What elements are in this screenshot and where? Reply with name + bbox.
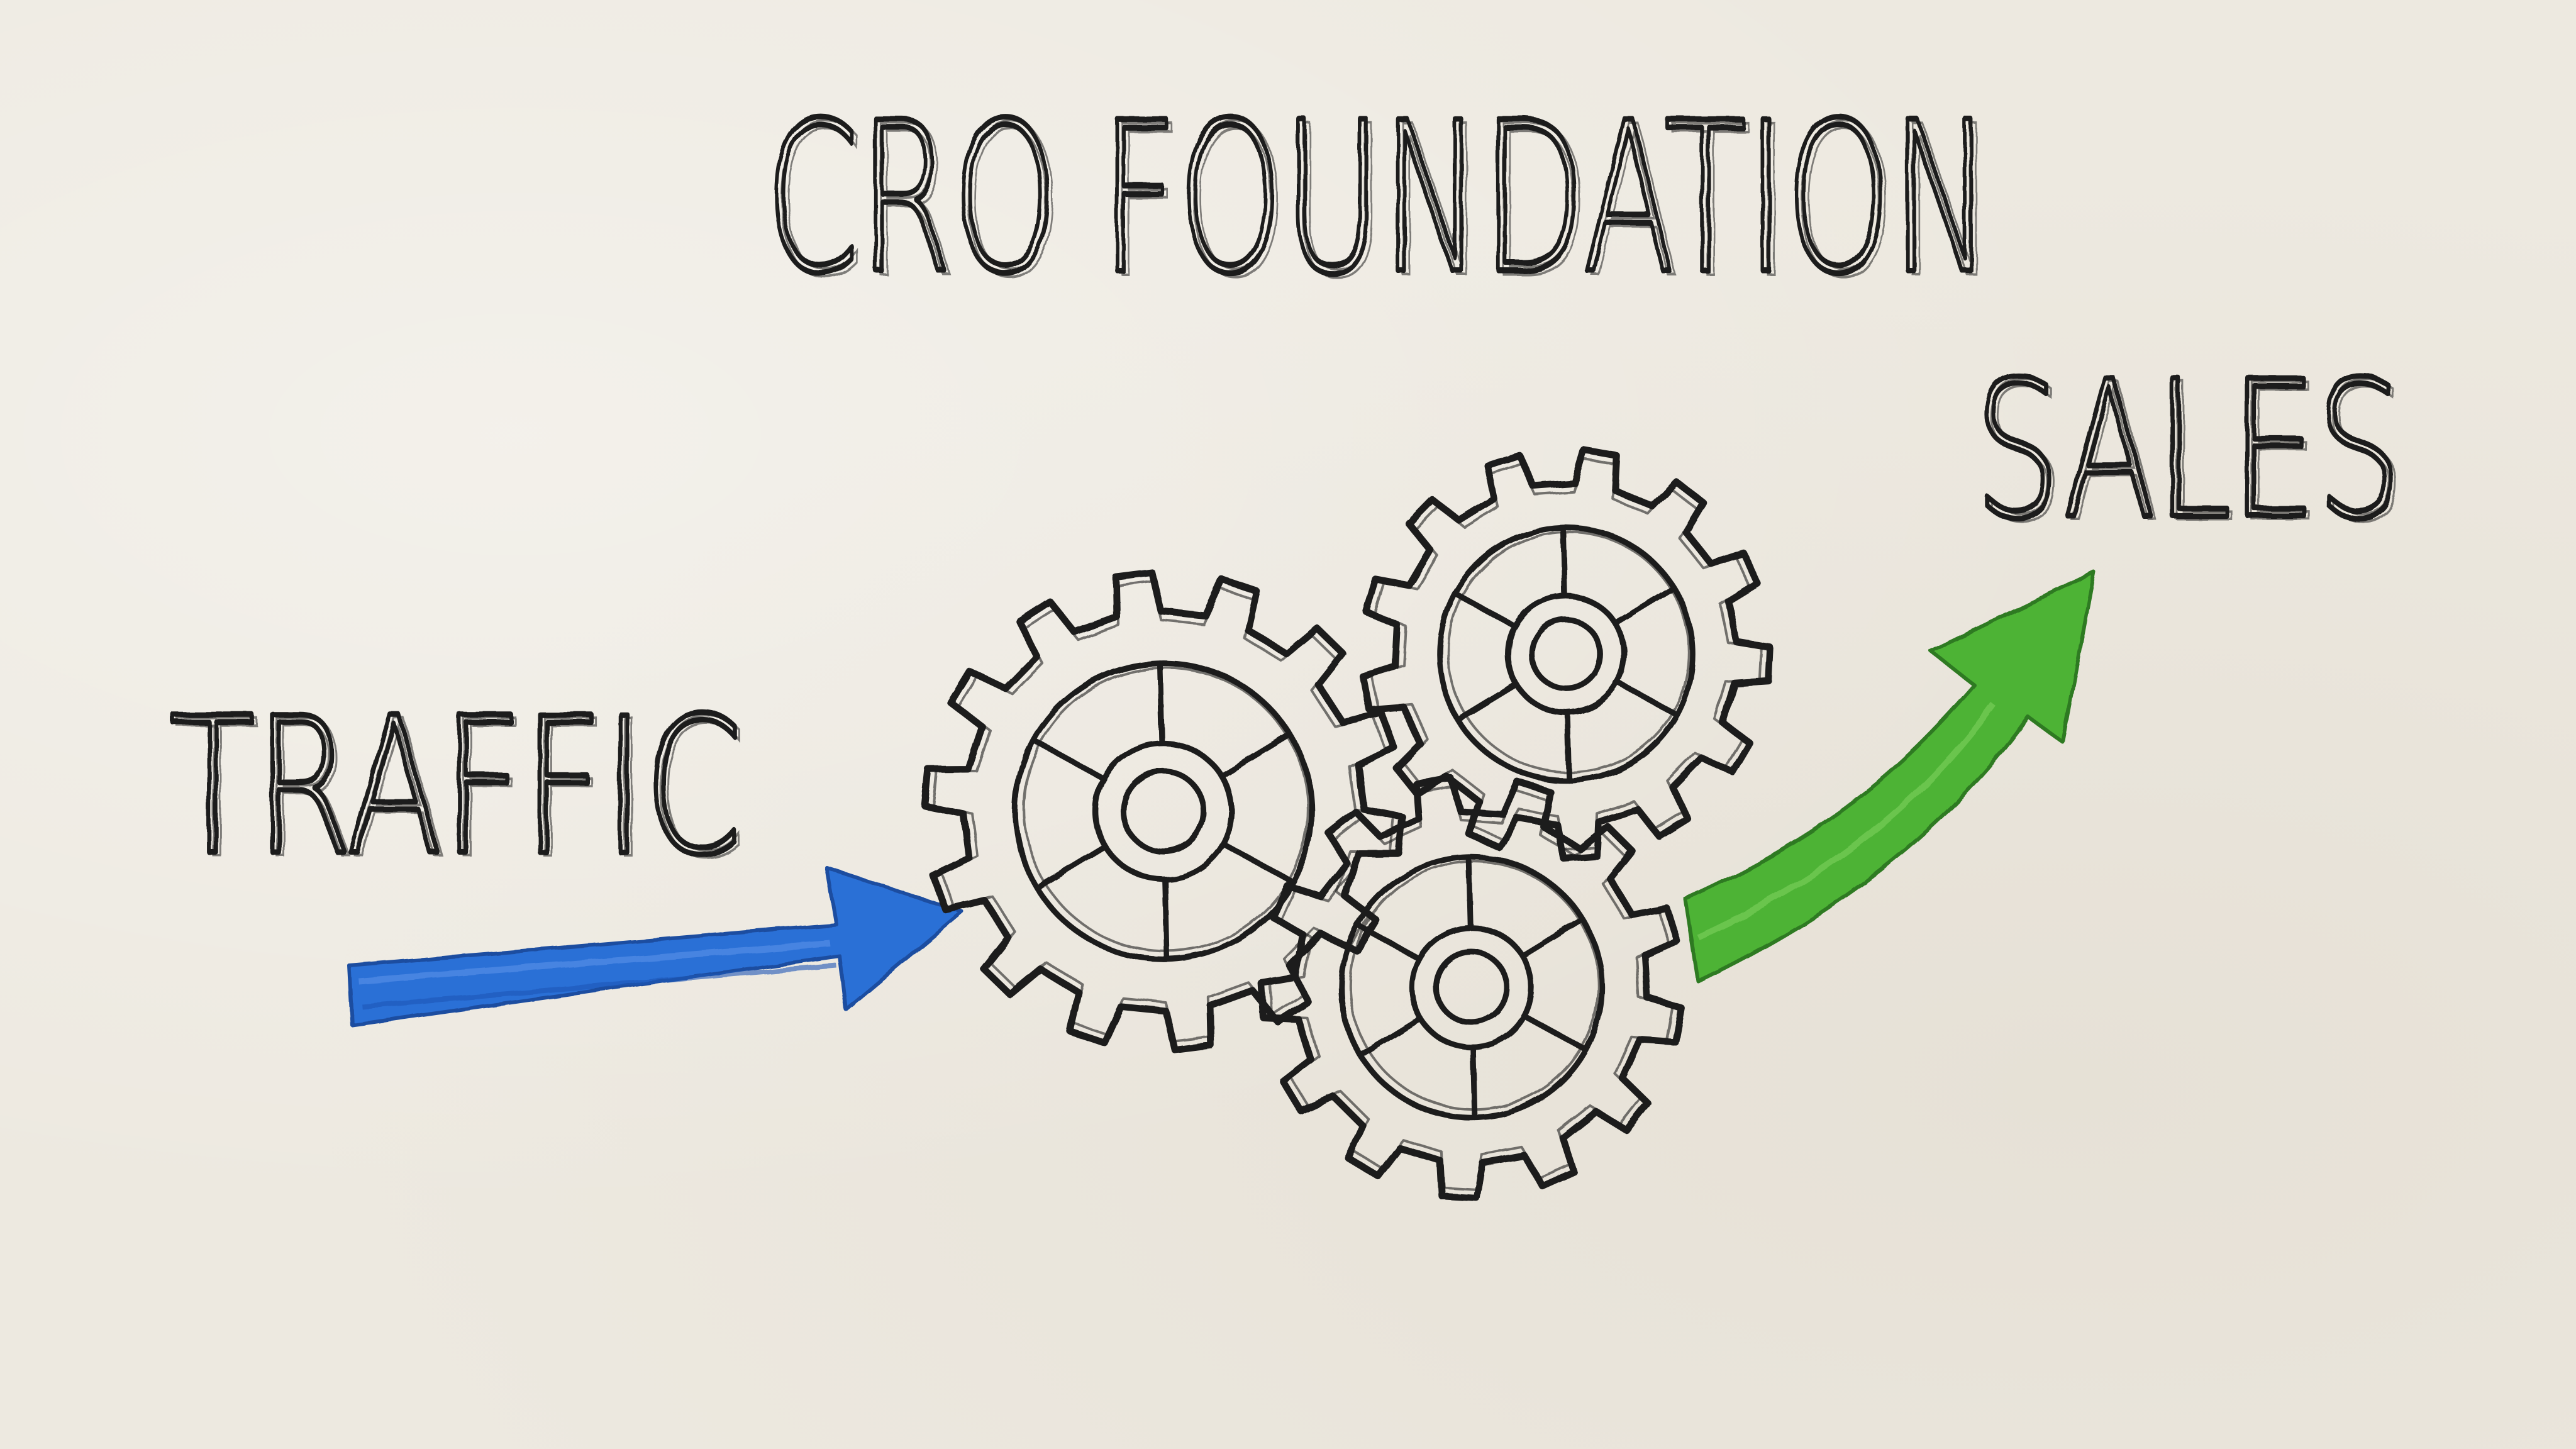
diagram-title-shadow: CRO FOUNDATION — [770, 82, 1997, 323]
gear-icon-bottom — [1257, 774, 1685, 1202]
gear-icon-top — [1359, 447, 1774, 862]
gear-icon-large — [921, 569, 1406, 1054]
gears-group — [921, 447, 1774, 1202]
title-group: CRO FOUNDATION CRO FOUNDATION — [763, 75, 1999, 325]
output-label: SALES — [1975, 341, 2402, 560]
output-label-group: SALES SALES — [1972, 338, 2409, 565]
input-label-group: TRAFFIC TRAFFIC — [167, 675, 748, 902]
diagram-title: CRO FOUNDATION — [765, 78, 1992, 319]
arrow-up-right-icon — [1684, 570, 2096, 983]
input-label: TRAFFIC — [170, 677, 742, 897]
arrow-right-icon — [347, 866, 964, 1027]
input-label-shadow: TRAFFIC — [174, 680, 747, 900]
output-label-shadow: SALES — [1979, 344, 2407, 564]
